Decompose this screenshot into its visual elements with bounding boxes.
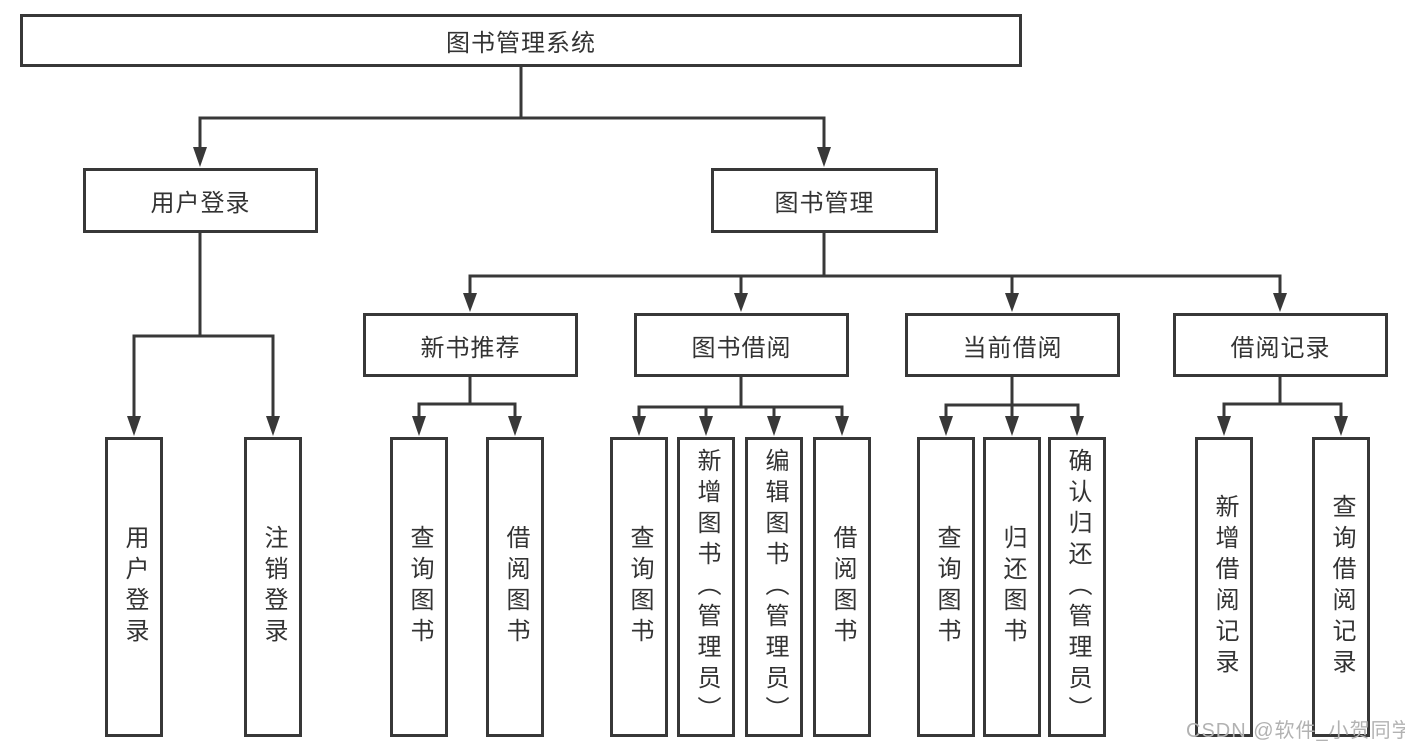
csdn-watermark: CSDN @软件_小贺同学 [1186,720,1405,742]
node-book-borrow-label: 图书借阅 [691,334,792,362]
node-current-borrow: 当前借阅 [905,313,1120,377]
leaf-edit-book: 编辑图书（管理员） [745,437,803,737]
leaf-confirm-return-label: 确认归还（管理员） [1064,447,1091,727]
leaf-add-book: 新增图书（管理员） [677,437,735,737]
leaf-add-record-label: 新增借阅记录 [1211,494,1238,680]
leaf-logout-label: 注销登录 [260,525,287,649]
leaf-query-record-label: 查询借阅记录 [1328,494,1355,680]
leaf-add-record: 新增借阅记录 [1195,437,1253,737]
leaf-borrow-books-2-label: 借阅图书 [829,525,856,649]
node-borrow-records: 借阅记录 [1173,313,1388,377]
node-book-mgmt-label: 图书管理 [774,190,875,217]
leaf-edit-book-label: 编辑图书（管理员） [761,447,788,727]
leaf-query-books-2-label: 查询图书 [626,525,653,649]
node-book-mgmt: 图书管理 [711,168,938,233]
leaf-query-books-1: 查询图书 [390,437,448,737]
leaf-logout: 注销登录 [244,437,302,737]
leaf-query-books-3-label: 查询图书 [933,525,960,649]
leaf-query-books-3: 查询图书 [917,437,975,737]
leaf-borrow-books-2: 借阅图书 [813,437,871,737]
leaf-query-books-2: 查询图书 [610,437,668,737]
leaf-query-record: 查询借阅记录 [1312,437,1370,737]
leaf-borrow-books-1: 借阅图书 [486,437,544,737]
connector-bookmgmt-to-level3 [463,233,1287,312]
leaf-user-login-label: 用户登录 [121,525,148,649]
node-current-borrow-label: 当前借阅 [962,334,1063,362]
connector-bookborrow-to-leaves [632,377,849,436]
node-borrow-records-label: 借阅记录 [1230,334,1331,362]
node-user-login: 用户登录 [83,168,318,233]
connector-newbookrec-to-leaves [412,377,522,436]
node-root-label: 图书管理系统 [446,30,596,57]
node-book-borrow: 图书借阅 [634,313,849,377]
connector-borrowrecords-to-leaves [1217,377,1348,436]
node-new-book-rec: 新书推荐 [363,313,578,377]
leaf-return-book: 归还图书 [983,437,1041,737]
leaf-query-books-1-label: 查询图书 [406,525,433,649]
leaf-add-book-label: 新增图书（管理员） [693,447,720,727]
leaf-confirm-return: 确认归还（管理员） [1048,437,1106,737]
leaf-borrow-books-1-label: 借阅图书 [502,525,529,649]
connector-root-to-level2 [193,67,831,167]
connector-currentborrow-to-leaves [939,377,1084,436]
leaf-user-login: 用户登录 [105,437,163,737]
node-root: 图书管理系统 [20,14,1022,67]
node-new-book-rec-label: 新书推荐 [420,334,521,362]
node-user-login-label: 用户登录 [150,190,251,217]
leaf-return-book-label: 归还图书 [999,525,1026,649]
connector-userlogin-to-leaves [127,233,280,436]
